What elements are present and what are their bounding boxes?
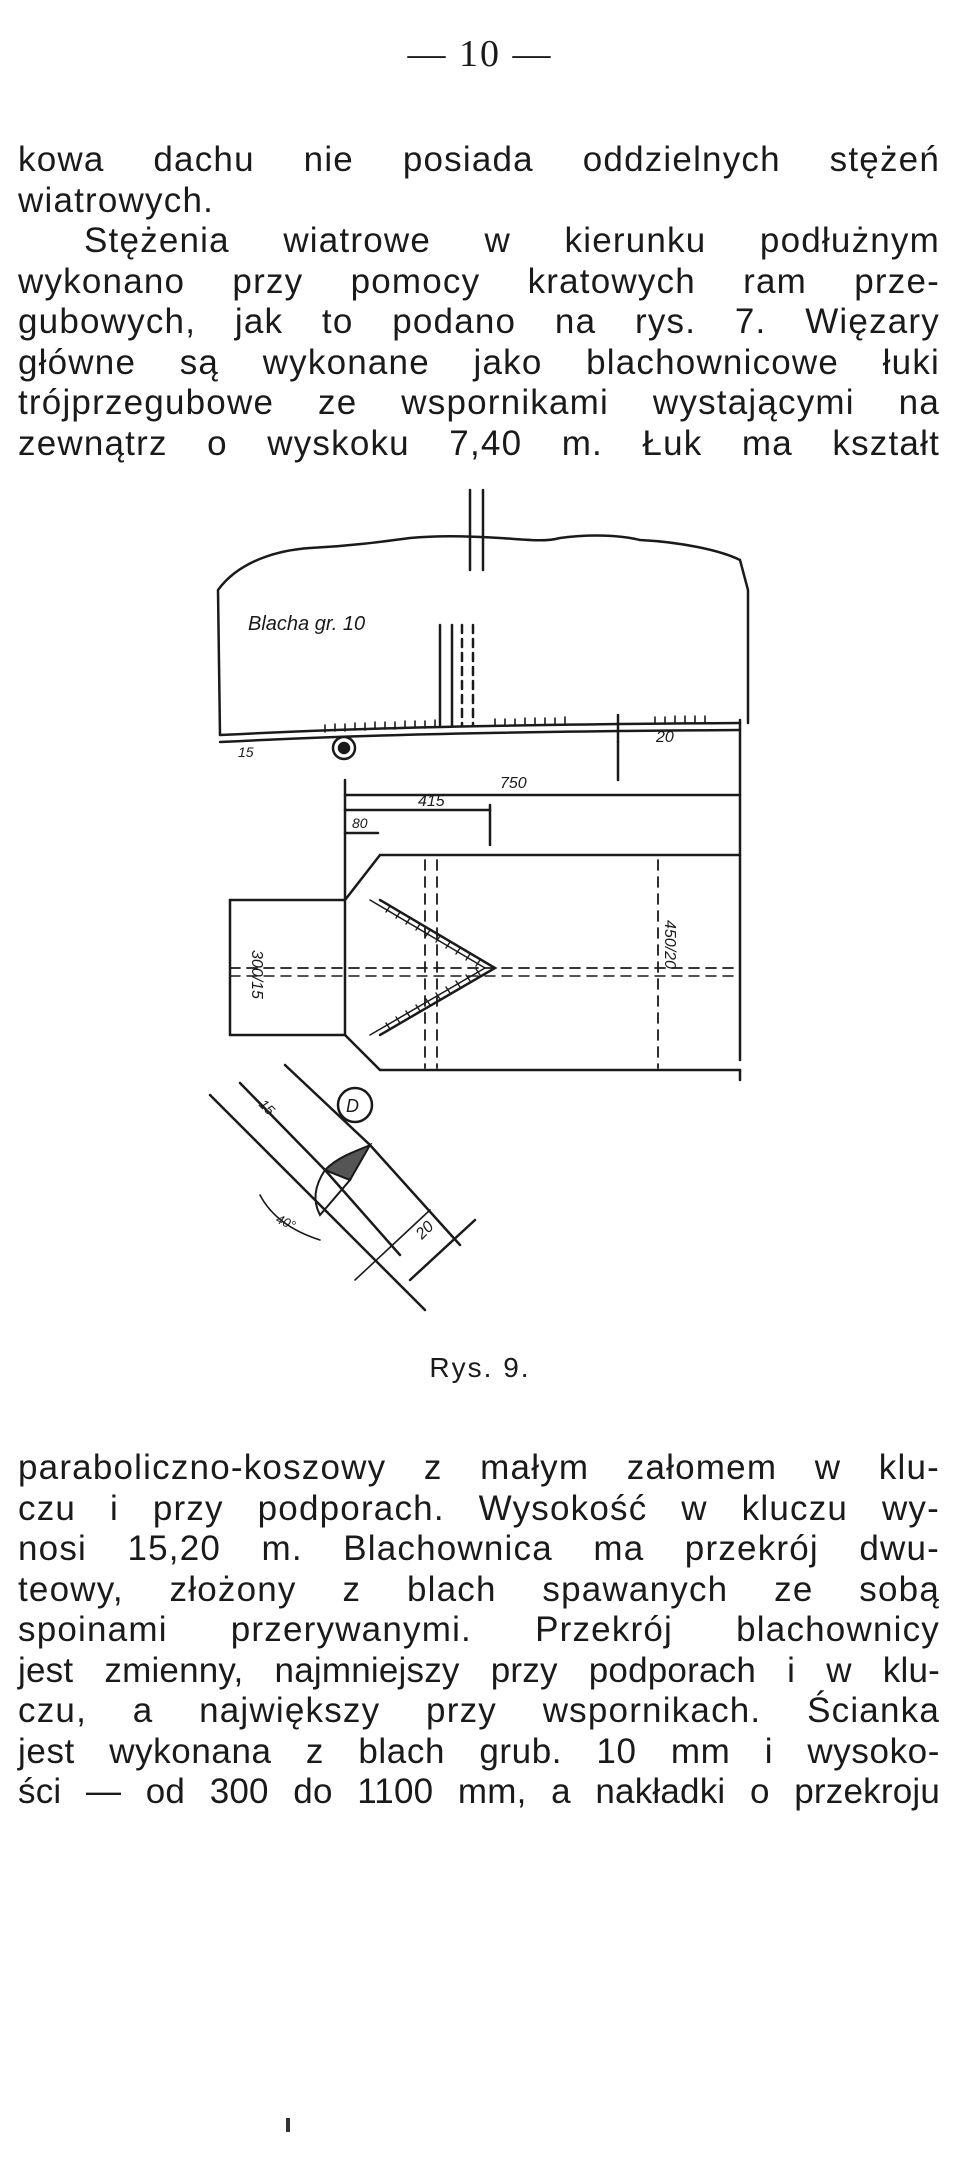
angle-arc xyxy=(259,1194,321,1241)
callout-label: D xyxy=(346,1096,359,1116)
callout-circle xyxy=(336,1086,374,1124)
detail-weld xyxy=(314,1168,352,1217)
dimension-label: 15 xyxy=(256,1096,278,1118)
text-line: nosi 15,20 m. Blachownica ma przekrój dw… xyxy=(18,1529,940,1568)
detail-line xyxy=(208,1093,427,1312)
text-line: czu i przy podporach. Wysokość w kluczu … xyxy=(18,1488,940,1528)
dimension-label: 20 xyxy=(412,1218,437,1243)
dimension-label: 15 xyxy=(238,744,254,760)
text-line: wiatrowych. xyxy=(18,180,215,220)
detail-line xyxy=(368,1143,462,1247)
dimension-label: 415 xyxy=(418,793,445,810)
text-line: teowy, złożony z blach spawanych ze sobą xyxy=(18,1569,940,1609)
weld-symbol xyxy=(337,741,351,755)
dimension-label: 750 xyxy=(500,775,527,792)
text-line: trójprzegubowe ze wspornikami wystającym… xyxy=(18,383,940,422)
beam-outline xyxy=(228,1033,742,1072)
weld-symbol xyxy=(331,735,357,761)
plate-edge xyxy=(218,728,742,744)
text-line: gubowych, jak to podano na rys. 7. Więza… xyxy=(18,302,940,341)
weld-detail-drawing: Blacha gr. 10 750 415 80 15 20 300/15 45… xyxy=(208,488,750,1312)
ink-mark xyxy=(286,2118,290,2132)
extension-line xyxy=(354,1209,431,1281)
text-line: czu, a największy przy wspornikach. Ścia… xyxy=(18,1691,940,1730)
dimension-label: 20 xyxy=(655,729,674,746)
detail-weld xyxy=(323,1142,373,1182)
text-line: spoinami przerywanymi. Przekrój blachown… xyxy=(18,1610,940,1649)
technical-drawing: Blacha gr. 10 750 415 80 15 20 300/15 45… xyxy=(200,480,760,1340)
dimension-label: 300/15 xyxy=(248,950,265,999)
dimension-label: 80 xyxy=(352,815,368,831)
page-number: — 10 — xyxy=(407,33,553,75)
text-line: zewnątrz o wyskoku 7,40 m. Łuk ma kształ… xyxy=(18,423,940,463)
dimension-label: 450/20 xyxy=(661,920,678,969)
text-line: jest zmienny, najmniejszy przy podporach… xyxy=(18,1650,940,1690)
detail-line xyxy=(323,1168,402,1257)
figure-caption: Rys. 9. xyxy=(429,1352,531,1383)
detail-line xyxy=(238,1081,327,1172)
text-line: kowa dachu nie posiada oddzielnych stęże… xyxy=(18,140,940,179)
text-line: Stężenia wiatrowe w kierunku podłużnym xyxy=(84,221,940,260)
beam-outline xyxy=(228,853,742,902)
text-line: paraboliczno-koszowy z małym załomem w k… xyxy=(18,1448,940,1487)
text-line: wykonano przy pomocy kratowych ram prze- xyxy=(18,261,940,301)
detail-line xyxy=(408,1218,477,1282)
plate-label: Blacha gr. 10 xyxy=(248,613,365,635)
weld-ticks xyxy=(324,715,706,733)
weld-hatch xyxy=(385,905,481,1030)
text-line: ści — od 300 do 1100 mm, a nakładki o pr… xyxy=(18,1772,940,1811)
bottom-paragraph: paraboliczno-koszowy z małym załomem w k… xyxy=(18,1448,940,1813)
top-paragraph: kowa dachu nie posiada oddzielnych stęże… xyxy=(18,140,940,464)
text-line: jest wykonana z blach grub. 10 mm i wyso… xyxy=(18,1731,940,1771)
text-line: główne są wykonane jako blachownicowe łu… xyxy=(18,342,940,382)
sheet-outline xyxy=(216,534,750,737)
detail-line xyxy=(283,1063,372,1147)
